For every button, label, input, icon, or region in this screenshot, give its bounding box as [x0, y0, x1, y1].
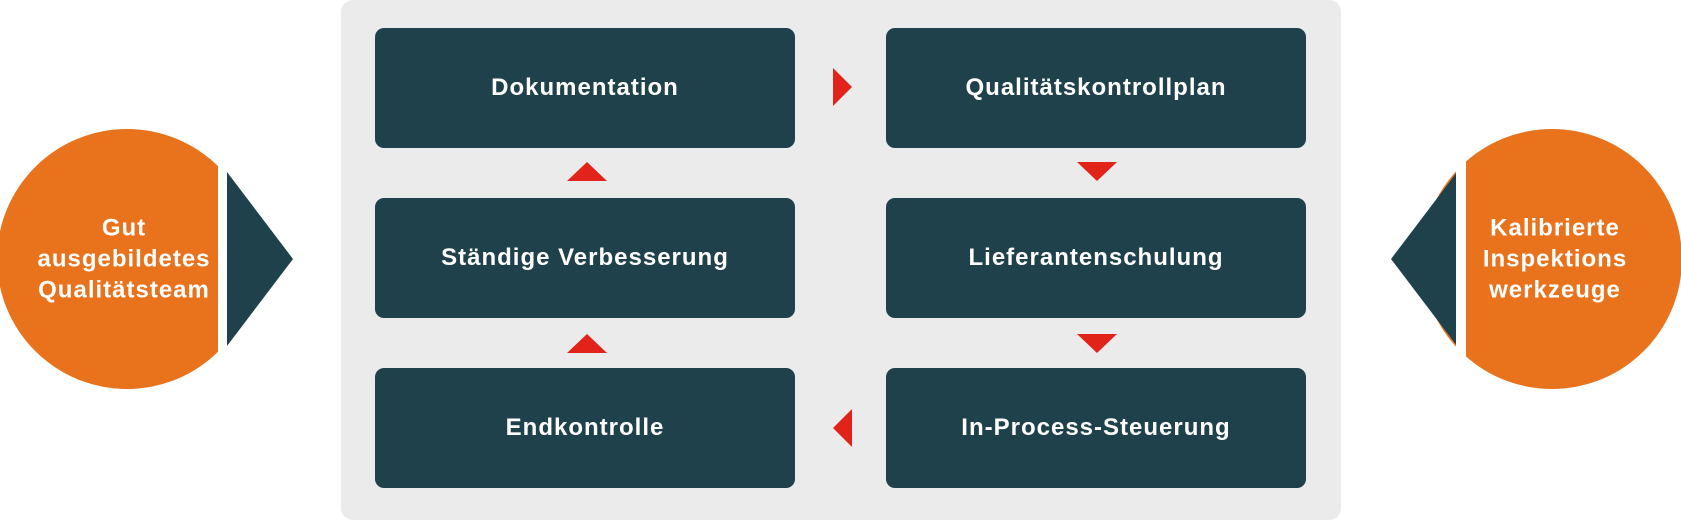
step-qualitaetskontrollplan: Qualitätskontrollplan: [886, 28, 1306, 148]
arrow-down-icon: [1077, 162, 1117, 181]
step-in-process-label: In-Process-Steuerung: [961, 414, 1231, 441]
left-circle-label: Gut ausgebildetes Qualitätsteam: [37, 214, 211, 304]
arrow-up-icon: [567, 334, 607, 353]
step-in-process: In-Process-Steuerung: [886, 368, 1306, 488]
step-staendige-verbesserung: Ständige Verbesserung: [375, 198, 795, 318]
right-pointer-gap: [1456, 150, 1466, 370]
step-staendige-verbesserung-label: Ständige Verbesserung: [441, 244, 729, 271]
arrow-left-icon: [833, 409, 852, 447]
left-input-circle: Gut ausgebildetes Qualitätsteam: [0, 129, 257, 389]
right-pointer-triangle: [1391, 172, 1457, 346]
arrow-down-icon: [1077, 334, 1117, 353]
step-dokumentation-label: Dokumentation: [491, 74, 679, 101]
left-pointer-triangle: [227, 172, 293, 346]
step-lieferantenschulung: Lieferantenschulung: [886, 198, 1306, 318]
step-dokumentation: Dokumentation: [375, 28, 795, 148]
step-endkontrolle-label: Endkontrolle: [505, 414, 665, 441]
step-endkontrolle: Endkontrolle: [375, 368, 795, 488]
step-lieferantenschulung-label: Lieferantenschulung: [968, 244, 1224, 271]
left-pointer-gap: [218, 150, 228, 370]
arrow-up-icon: [567, 162, 607, 181]
step-qualitaetskontrollplan-label: Qualitätskontrollplan: [965, 74, 1227, 101]
arrow-right-icon: [833, 68, 852, 106]
